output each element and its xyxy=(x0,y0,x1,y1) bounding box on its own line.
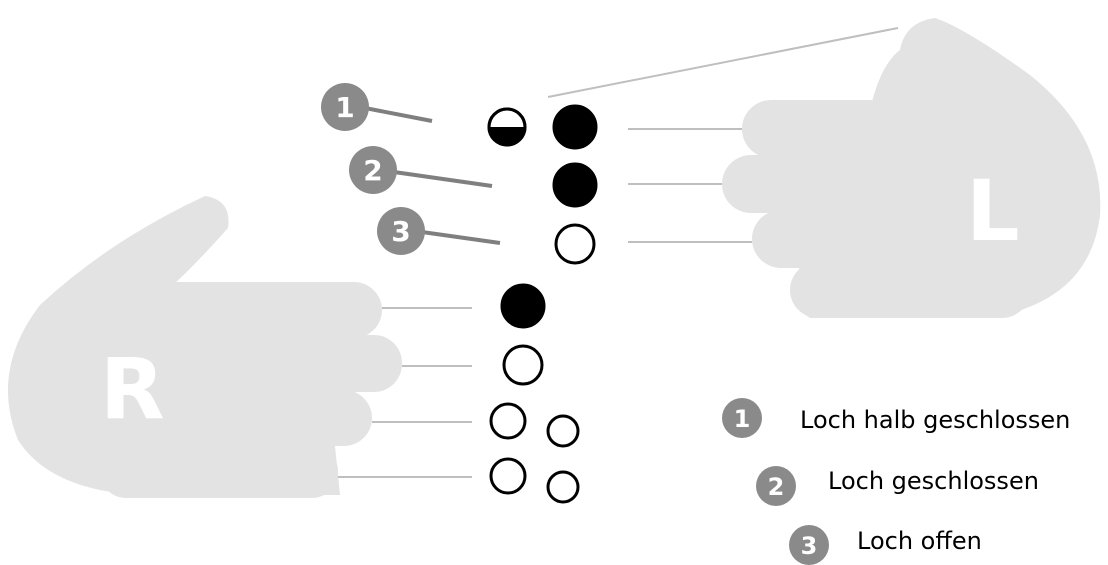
legend-item-3: 3 Loch offen xyxy=(789,525,982,565)
hole-right-3b xyxy=(546,414,580,448)
left-hand: L xyxy=(722,18,1101,318)
hole-circle xyxy=(546,470,580,504)
marker-3: 3 xyxy=(377,207,501,255)
right-hand: R xyxy=(7,196,402,498)
left-hand-shape xyxy=(722,18,1101,318)
hole-left-1 xyxy=(552,104,598,150)
legend-item-1: 1 Loch halb geschlossen xyxy=(722,398,1070,438)
legend-item-2: 2 Loch geschlossen xyxy=(756,466,1039,506)
marker-1: 1 xyxy=(321,83,433,131)
finger-lines xyxy=(338,27,899,478)
legend-badge-2: 2 xyxy=(768,473,785,501)
marker-2: 2 xyxy=(349,146,493,194)
legend-label-2: Loch geschlossen xyxy=(828,467,1039,495)
left-hand-letter: L xyxy=(966,162,1020,260)
hole-circle xyxy=(489,457,527,495)
hole-circle xyxy=(489,402,527,440)
holes xyxy=(487,104,598,504)
legend: 1 Loch halb geschlossen 2 Loch geschloss… xyxy=(722,398,1070,565)
hole-right-3a xyxy=(489,402,527,440)
hole-circle xyxy=(554,223,596,265)
hole-circle xyxy=(546,414,580,448)
markers: 1 2 3 xyxy=(321,83,501,255)
marker-3-number: 3 xyxy=(391,215,410,248)
hole-left-3 xyxy=(554,223,596,265)
legend-badge-3: 3 xyxy=(801,532,818,560)
hole-right-2 xyxy=(502,344,544,386)
hole-circle xyxy=(552,162,598,208)
hole-right-4a xyxy=(489,457,527,495)
hole-circle xyxy=(500,283,546,329)
legend-label-3: Loch offen xyxy=(857,527,982,555)
marker-1-number: 1 xyxy=(335,91,354,124)
hole-left-2 xyxy=(552,162,598,208)
legend-label-1: Loch halb geschlossen xyxy=(800,406,1070,434)
hole-half-fill xyxy=(489,127,525,145)
hole-thumb xyxy=(487,107,527,147)
hole-right-4b xyxy=(546,470,580,504)
marker-2-number: 2 xyxy=(363,154,382,187)
hole-right-1 xyxy=(500,283,546,329)
hole-ring xyxy=(487,107,527,147)
legend-badge-1: 1 xyxy=(734,405,751,433)
hole-circle xyxy=(502,344,544,386)
right-hand-letter: R xyxy=(100,340,165,438)
right-hand-shape xyxy=(7,196,402,498)
thumb-line xyxy=(547,27,899,98)
hole-circle xyxy=(552,104,598,150)
